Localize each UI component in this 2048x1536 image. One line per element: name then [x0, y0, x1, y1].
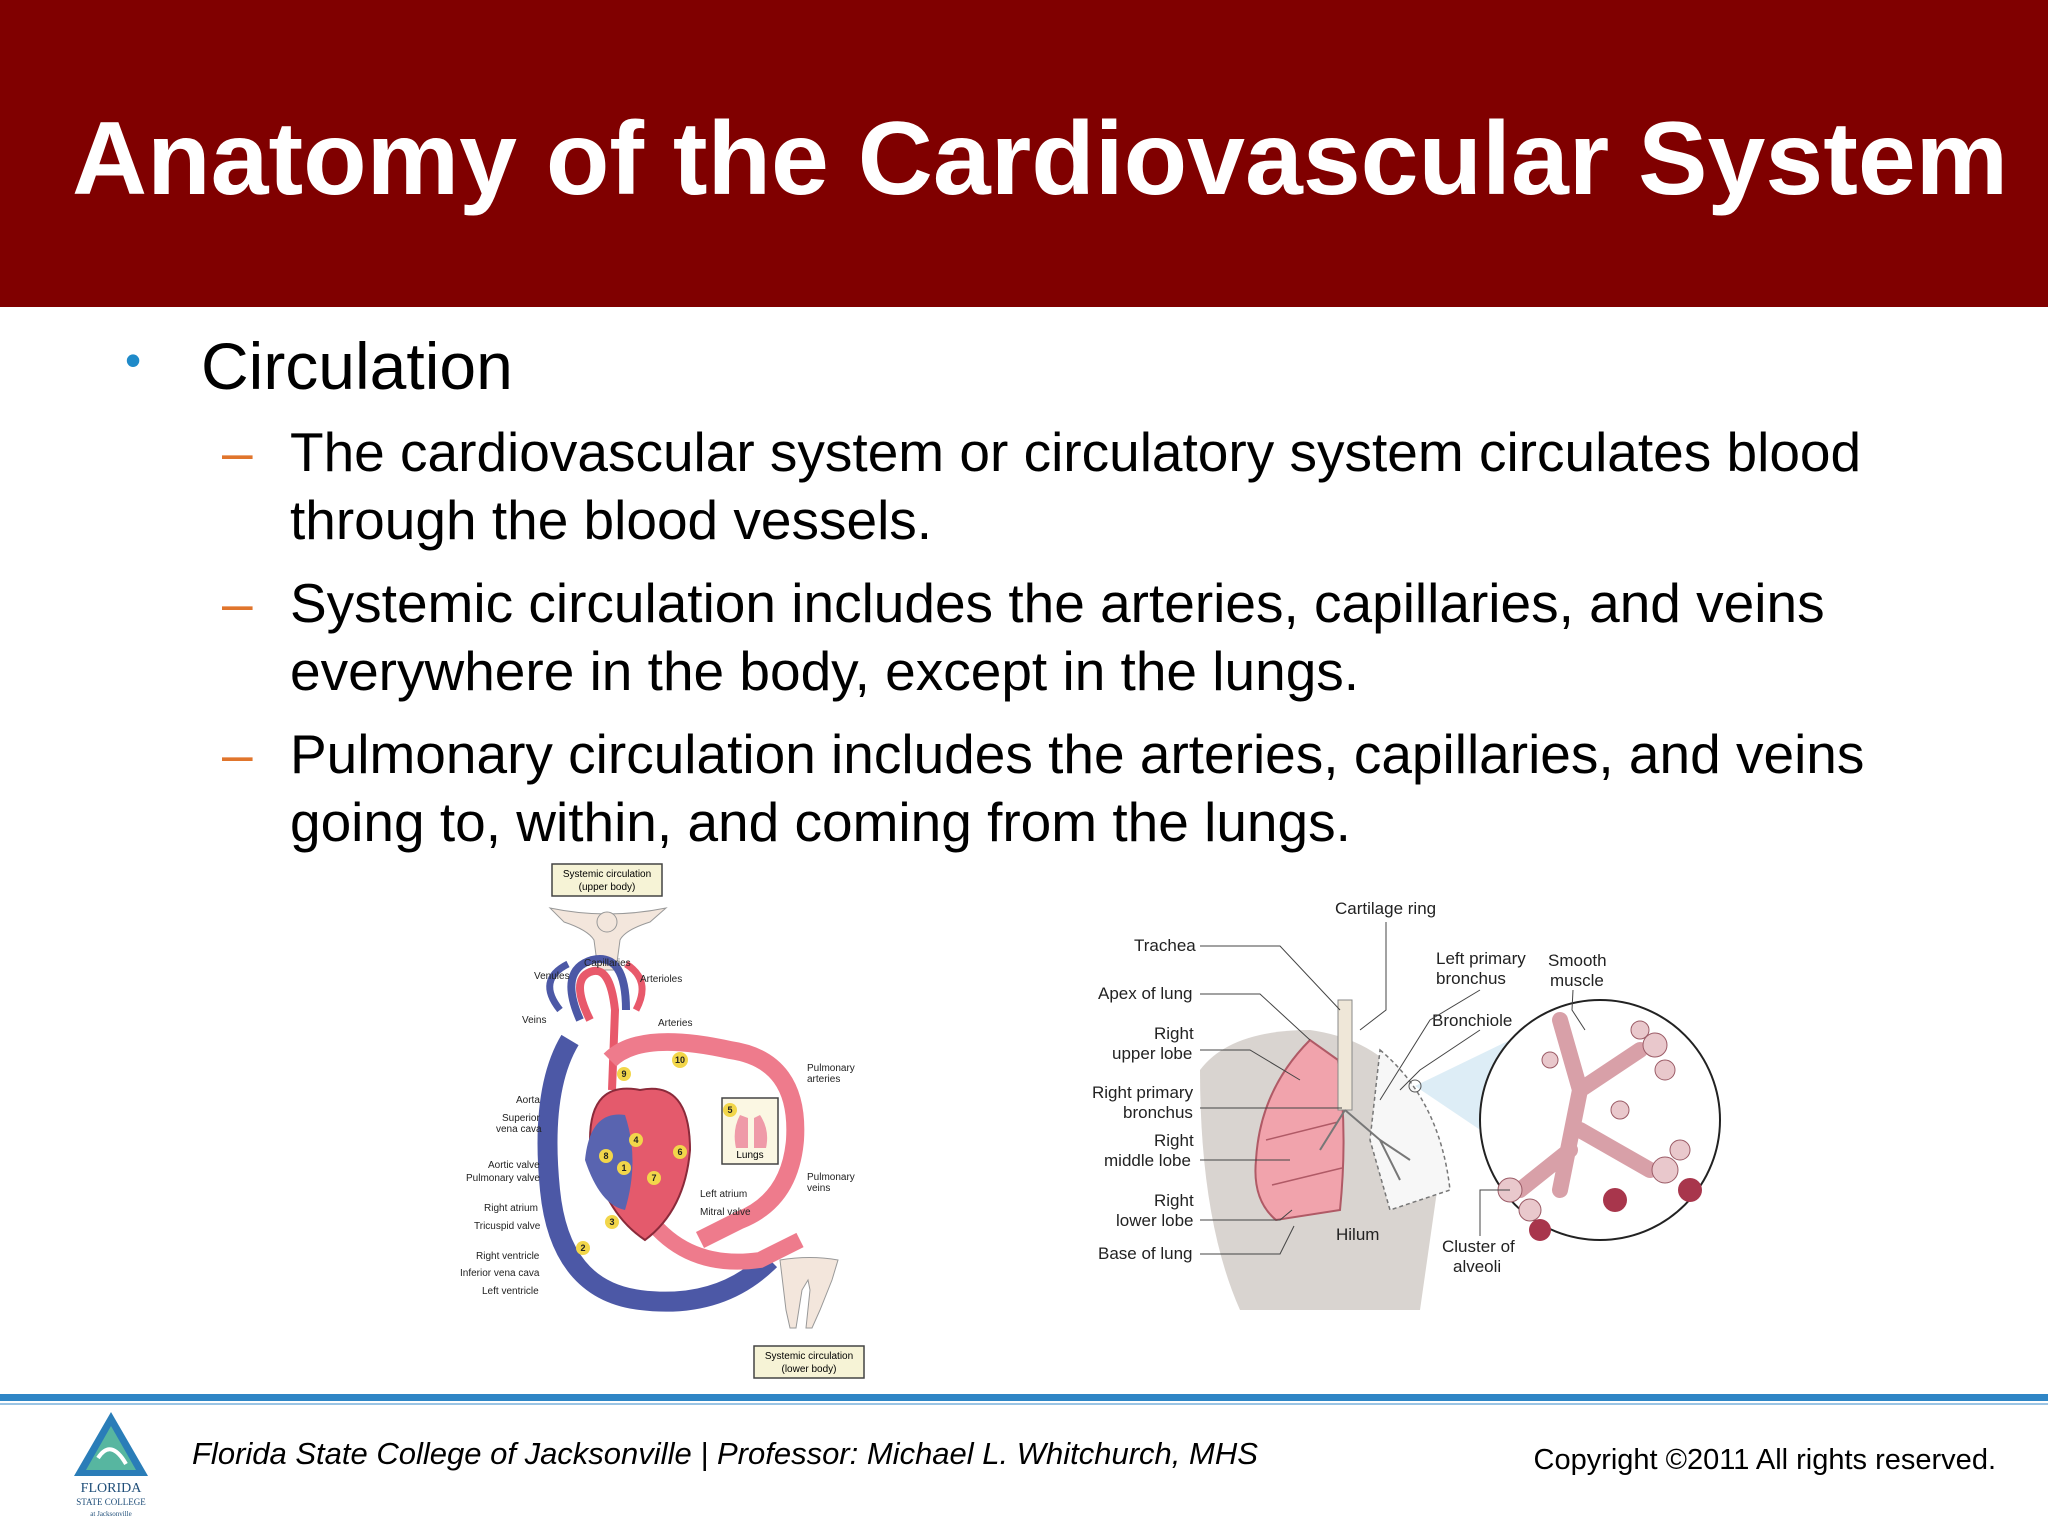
label-pulmonary-arteries-1: Pulmonary	[807, 1063, 855, 1074]
label-base-of-lung: Base of lung	[1098, 1244, 1193, 1263]
label-mitral-valve: Mitral valve	[700, 1207, 751, 1218]
step-4: 4	[633, 1135, 638, 1145]
label-right-lower-lobe-1: Right	[1154, 1191, 1194, 1210]
label-arteries: Arteries	[658, 1018, 692, 1029]
label-right-ventricle: Right ventricle	[476, 1251, 540, 1262]
label-capillaries: Capillaries	[584, 958, 631, 969]
label-bronchiole: Bronchiole	[1432, 1011, 1512, 1030]
sub-bullet-text: The cardiovascular system or circulatory…	[290, 421, 1862, 551]
lungs-label: Lungs	[736, 1150, 763, 1161]
box-lower-line2: (lower body)	[781, 1364, 836, 1375]
label-right-middle-lobe-2: middle lobe	[1104, 1151, 1191, 1170]
label-cluster-of-alveoli-1: Cluster of	[1442, 1237, 1515, 1256]
sub-bullet-text: Systemic circulation includes the arteri…	[290, 572, 1825, 702]
label-left-primary-bronchus-2: bronchus	[1436, 969, 1506, 988]
label-cartilage-ring: Cartilage ring	[1335, 899, 1436, 918]
label-right-middle-lobe-1: Right	[1154, 1131, 1194, 1150]
sub-bullet-text: Pulmonary circulation includes the arter…	[290, 723, 1865, 853]
label-hilum: Hilum	[1336, 1225, 1379, 1244]
label-apex-of-lung: Apex of lung	[1098, 984, 1193, 1003]
label-pulmonary-veins-2: veins	[807, 1183, 830, 1194]
label-pulmonary-arteries-2: arteries	[807, 1074, 840, 1085]
logo-text-2: STATE COLLEGE	[76, 1497, 146, 1507]
label-aortic-valve: Aortic valve	[488, 1160, 540, 1171]
bullet-text: Circulation	[201, 329, 513, 403]
footer-divider-thin	[0, 1403, 2048, 1405]
step-5: 5	[727, 1105, 732, 1115]
label-right-atrium: Right atrium	[484, 1203, 538, 1214]
label-left-primary-bronchus-1: Left primary	[1436, 949, 1526, 968]
bullet-marker: •	[125, 334, 142, 386]
label-veins: Veins	[522, 1015, 546, 1026]
label-right-primary-bronchus-2: bronchus	[1123, 1103, 1193, 1122]
dash-marker: –	[222, 723, 253, 785]
title-bar: Anatomy of the Cardiovascular System	[0, 0, 2048, 307]
label-right-upper-lobe-1: Right	[1154, 1024, 1194, 1043]
label-pulmonary-valve: Pulmonary valve	[466, 1173, 540, 1184]
label-left-atrium: Left atrium	[700, 1189, 747, 1200]
circulation-diagram: Systemic circulation (upper body) Lungs …	[440, 860, 880, 1380]
step-3: 3	[609, 1217, 614, 1227]
footer-institution: Florida State College of Jacksonville | …	[192, 1436, 1258, 1471]
step-1: 1	[621, 1163, 626, 1173]
label-superior-vena-cava-1: Superior	[502, 1113, 540, 1124]
box-lower-line1: Systemic circulation	[765, 1351, 853, 1362]
lung-diagram: Cartilage ring Trachea Left primary bron…	[1080, 890, 1750, 1330]
label-arterioles: Arterioles	[640, 974, 682, 985]
step-9: 9	[621, 1069, 626, 1079]
college-logo: FLORIDA STATE COLLEGE at Jacksonville	[68, 1408, 154, 1520]
label-inferior-vena-cava: Inferior vena cava	[460, 1268, 540, 1279]
dash-marker: –	[222, 421, 253, 483]
box-upper-line1: Systemic circulation	[563, 869, 651, 880]
step-7: 7	[651, 1173, 656, 1183]
slide-title: Anatomy of the Cardiovascular System	[72, 101, 2009, 217]
label-superior-vena-cava-2: vena cava	[496, 1124, 542, 1135]
step-6: 6	[677, 1147, 682, 1157]
dash-marker: –	[222, 572, 253, 634]
label-left-ventricle: Left ventricle	[482, 1286, 539, 1297]
label-cluster-of-alveoli-2: alveoli	[1453, 1257, 1501, 1276]
footer-copyright: Copyright ©2011 All rights reserved.	[1533, 1444, 1997, 1476]
step-2: 2	[580, 1243, 585, 1253]
step-8: 8	[603, 1151, 608, 1161]
label-right-upper-lobe-2: upper lobe	[1112, 1044, 1192, 1063]
label-right-primary-bronchus-1: Right primary	[1092, 1083, 1194, 1102]
label-right-lower-lobe-2: lower lobe	[1116, 1211, 1194, 1230]
box-upper-line2: (upper body)	[579, 882, 636, 893]
label-smooth-muscle-1: Smooth	[1548, 951, 1607, 970]
label-venules: Venules	[534, 971, 570, 982]
logo-text-3: at Jacksonville	[90, 1510, 131, 1518]
label-trachea: Trachea	[1134, 936, 1196, 955]
footer-divider	[0, 1394, 2048, 1401]
label-pulmonary-veins-1: Pulmonary	[807, 1172, 855, 1183]
label-tricuspid-valve: Tricuspid valve	[474, 1221, 541, 1232]
label-smooth-muscle-2: muscle	[1550, 971, 1604, 990]
logo-text-1: FLORIDA	[81, 1481, 143, 1496]
step-10: 10	[675, 1055, 685, 1065]
label-aorta: Aorta	[516, 1095, 540, 1106]
